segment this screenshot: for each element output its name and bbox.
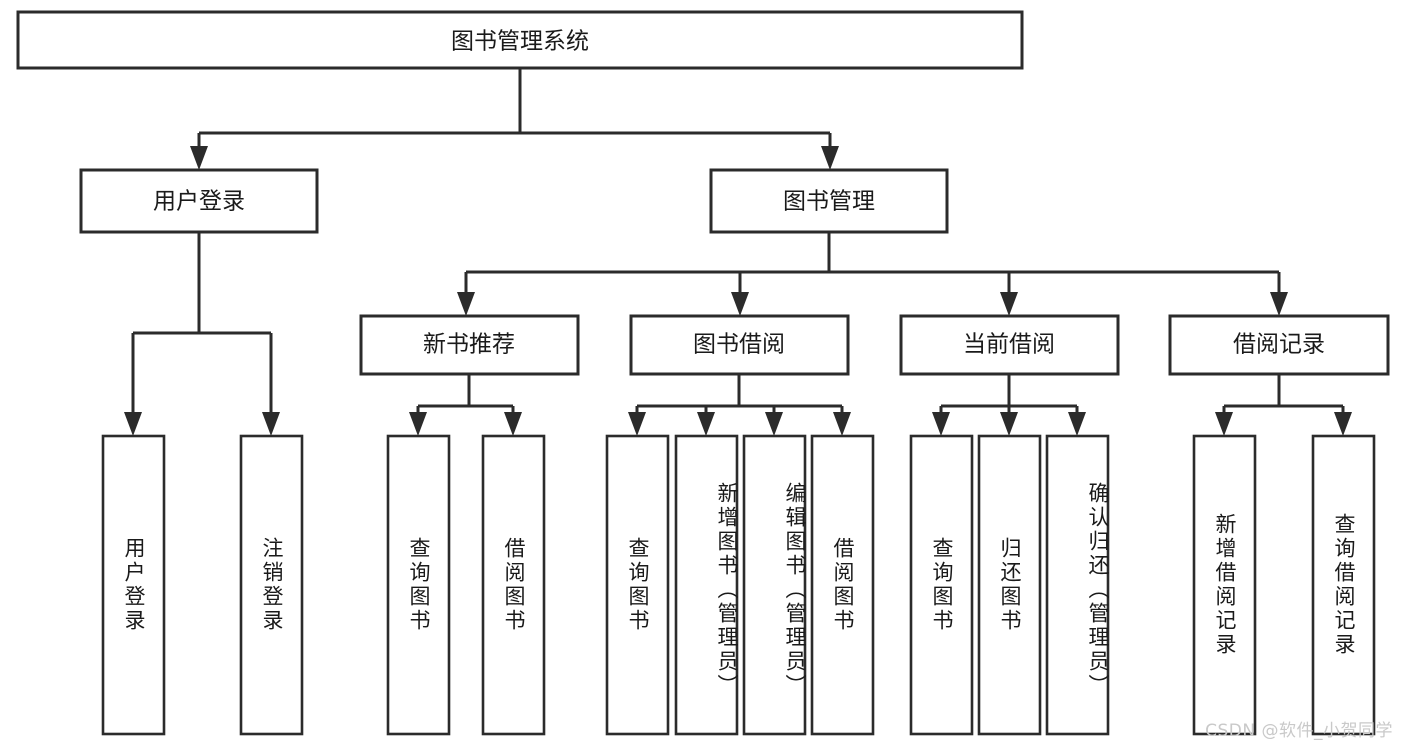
leaf-box-user-login[interactable] <box>101 434 166 736</box>
arrow-leaf-query-book-2 <box>628 412 646 436</box>
arrow-leaf-confirm-return <box>1068 412 1086 436</box>
csdn-watermark: CSDN @软件_小贺同学 <box>1205 721 1393 741</box>
node-book-borrow[interactable]: 图书借阅 <box>629 314 850 376</box>
leaf-box-query-book-1[interactable] <box>386 434 451 736</box>
node-current-borrow[interactable]: 当前借阅 <box>899 314 1120 376</box>
arrow-to-currentborrow <box>1000 292 1018 316</box>
arrow-leaf-return-book <box>1000 412 1018 436</box>
root-label: 图书管理系统 <box>451 29 589 55</box>
book-manage-box[interactable] <box>709 168 949 234</box>
leaf-box-borrow-book-2[interactable] <box>810 434 875 736</box>
arrow-to-newbook <box>457 292 475 316</box>
book-manage-label: 图书管理 <box>783 189 875 215</box>
current-borrow-label: 当前借阅 <box>963 332 1055 358</box>
leaf-box-query-book-3[interactable] <box>909 434 974 736</box>
node-new-book-rec[interactable]: 新书推荐 <box>359 314 580 376</box>
current-borrow-box[interactable] <box>899 314 1120 376</box>
leaf-box-add-book[interactable] <box>674 434 739 736</box>
new-book-rec-box[interactable] <box>359 314 580 376</box>
arrow-to-bookmanage <box>821 146 839 170</box>
user-login-label: 用户登录 <box>153 189 245 215</box>
leaf-box-add-record[interactable] <box>1192 434 1257 736</box>
node-book-manage[interactable]: 图书管理 <box>709 168 949 234</box>
leaf-box-query-book-2[interactable] <box>605 434 670 736</box>
node-user-login[interactable]: 用户登录 <box>79 168 319 234</box>
leaf-box-return-book[interactable] <box>977 434 1042 736</box>
book-borrow-label: 图书借阅 <box>693 332 785 358</box>
node-borrow-record[interactable]: 借阅记录 <box>1168 314 1390 376</box>
leaf-box-borrow-book-1[interactable] <box>481 434 546 736</box>
arrow-leaf-add-record <box>1215 412 1233 436</box>
leaf-box-confirm-return[interactable] <box>1045 434 1110 736</box>
node-root[interactable]: 图书管理系统 <box>16 10 1024 70</box>
arrow-leaf-user-login <box>124 412 142 436</box>
root-box[interactable] <box>16 10 1024 70</box>
arrow-leaf-logout <box>262 412 280 436</box>
book-borrow-box[interactable] <box>629 314 850 376</box>
arrow-leaf-edit-book <box>765 412 783 436</box>
arrow-leaf-add-book <box>697 412 715 436</box>
arrow-leaf-borrow-book-2 <box>833 412 851 436</box>
leaf-box-logout[interactable] <box>239 434 304 736</box>
arrow-to-userlogin <box>190 146 208 170</box>
borrow-record-box[interactable] <box>1168 314 1390 376</box>
borrow-record-label: 借阅记录 <box>1233 332 1325 358</box>
arrow-leaf-query-book-3 <box>932 412 950 436</box>
arrow-leaf-borrow-book-1 <box>504 412 522 436</box>
new-book-rec-label: 新书推荐 <box>423 332 515 358</box>
arrow-leaf-query-record <box>1334 412 1352 436</box>
arrow-to-bookborrow <box>731 292 749 316</box>
arrow-to-borrowrecord <box>1270 292 1288 316</box>
leaf-box-edit-book[interactable] <box>742 434 807 736</box>
leaf-box-query-record[interactable] <box>1311 434 1376 736</box>
arrow-leaf-query-book-1 <box>409 412 427 436</box>
